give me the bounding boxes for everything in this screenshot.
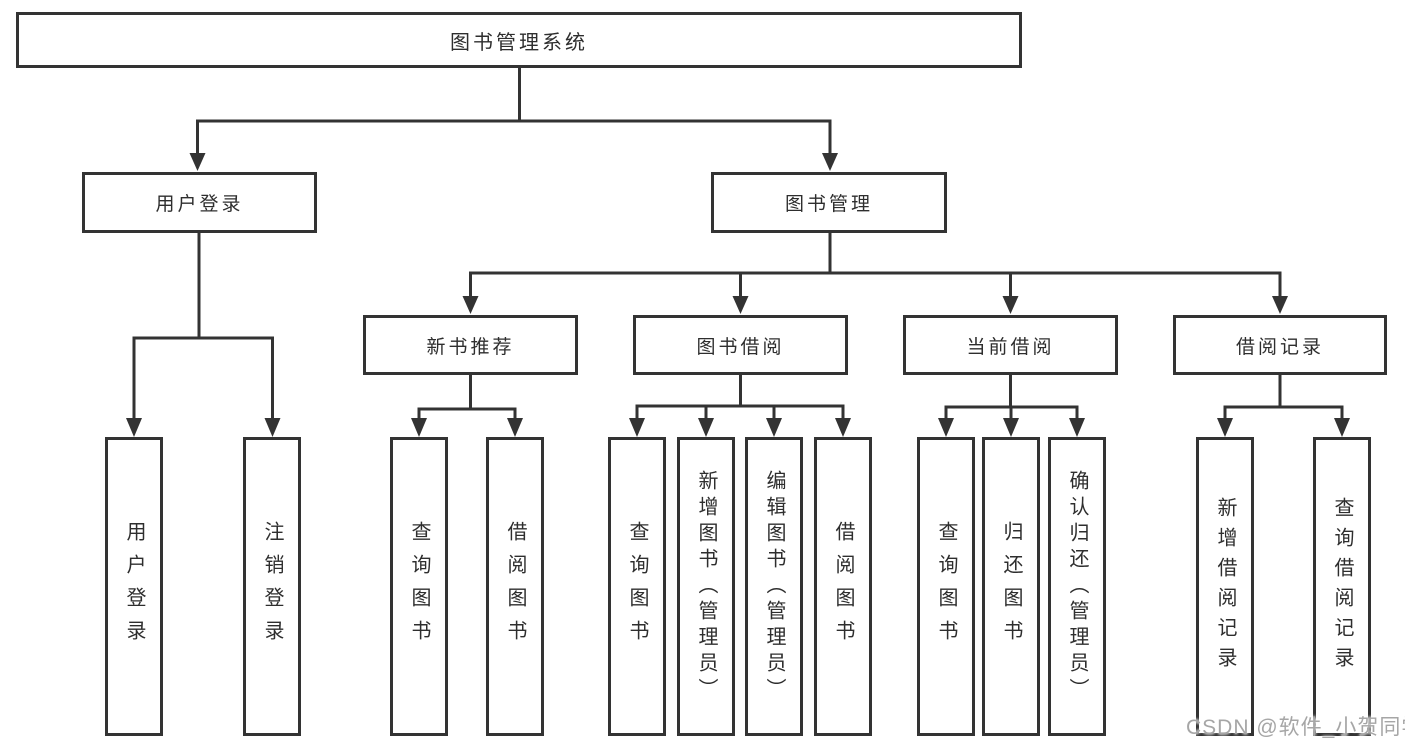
leaf-borrow-books-recommend: 借阅图书 bbox=[486, 437, 544, 736]
node-label: 当前借阅 bbox=[966, 336, 1055, 358]
leaf-add-borrow-record: 新增借阅记录 bbox=[1196, 437, 1254, 736]
leaf-label: 借阅图书 bbox=[832, 520, 854, 653]
leaf-query-borrow-record: 查询借阅记录 bbox=[1313, 437, 1371, 736]
leaf-label: 查询图书 bbox=[408, 520, 430, 653]
arrowhead-icon bbox=[462, 296, 479, 314]
arrowhead-icon bbox=[698, 418, 714, 437]
node-label: 借阅记录 bbox=[1235, 336, 1324, 358]
leaf-label: 归还图书 bbox=[1000, 520, 1022, 653]
arrowhead-icon bbox=[1217, 418, 1233, 437]
arrowhead-icon bbox=[126, 418, 142, 437]
arrowhead-icon bbox=[189, 153, 206, 171]
node-new-book-recommend: 新书推荐 bbox=[363, 315, 578, 375]
leaf-add-book-admin: 新增图书（管理员） bbox=[677, 437, 735, 736]
arrowhead-icon bbox=[264, 418, 281, 437]
arrowhead-icon bbox=[835, 418, 851, 437]
leaf-query-books-recommend: 查询图书 bbox=[390, 437, 448, 736]
node-user-login: 用户登录 bbox=[82, 172, 317, 233]
arrowhead-icon bbox=[1272, 296, 1288, 314]
leaf-user-login: 用户登录 bbox=[105, 437, 163, 736]
arrowhead-icon bbox=[938, 418, 954, 437]
arrowhead-icon bbox=[1069, 418, 1085, 437]
node-borrow-records: 借阅记录 bbox=[1173, 315, 1387, 375]
leaf-label: 新增图书（管理员） bbox=[695, 469, 717, 704]
leaf-label: 用户登录 bbox=[123, 520, 145, 653]
leaf-label: 编辑图书（管理员） bbox=[763, 469, 785, 704]
node-label: 图书管理 bbox=[784, 194, 873, 215]
node-current-borrow: 当前借阅 bbox=[903, 315, 1118, 375]
node-label: 新书推荐 bbox=[426, 336, 515, 358]
leaf-query-books-borrow: 查询图书 bbox=[608, 437, 666, 736]
arrowhead-icon bbox=[629, 418, 645, 437]
leaf-logout: 注销登录 bbox=[243, 437, 301, 736]
leaf-label: 注销登录 bbox=[261, 520, 283, 653]
node-book-management: 图书管理 bbox=[711, 172, 947, 233]
leaf-label: 查询借阅记录 bbox=[1331, 496, 1353, 677]
leaf-label: 确认归还（管理员） bbox=[1066, 469, 1088, 704]
node-label: 用户登录 bbox=[155, 194, 244, 215]
arrowhead-icon bbox=[732, 296, 749, 314]
leaf-confirm-return-admin: 确认归还（管理员） bbox=[1048, 437, 1106, 736]
leaf-query-books-current: 查询图书 bbox=[917, 437, 975, 736]
leaf-label: 查询图书 bbox=[626, 520, 648, 653]
node-label: 图书管理系统 bbox=[450, 31, 588, 54]
leaf-label: 新增借阅记录 bbox=[1214, 496, 1236, 677]
leaf-return-book: 归还图书 bbox=[982, 437, 1040, 736]
node-library-system: 图书管理系统 bbox=[16, 12, 1022, 68]
csdn-watermark: CSDN @软件_小贺同学 bbox=[1186, 716, 1405, 739]
node-label: 图书借阅 bbox=[696, 336, 785, 358]
arrowhead-icon bbox=[766, 418, 782, 437]
arrowhead-icon bbox=[1002, 296, 1019, 314]
leaf-edit-book-admin: 编辑图书（管理员） bbox=[745, 437, 803, 736]
arrowhead-icon bbox=[822, 153, 838, 171]
leaf-label: 查询图书 bbox=[935, 520, 957, 653]
arrowhead-icon bbox=[1003, 418, 1019, 437]
node-book-borrow: 图书借阅 bbox=[633, 315, 848, 375]
arrowhead-icon bbox=[507, 418, 523, 437]
arrowhead-icon bbox=[1334, 418, 1350, 437]
leaf-label: 借阅图书 bbox=[504, 520, 526, 653]
arrowhead-icon bbox=[411, 418, 427, 437]
leaf-borrow-books: 借阅图书 bbox=[814, 437, 872, 736]
